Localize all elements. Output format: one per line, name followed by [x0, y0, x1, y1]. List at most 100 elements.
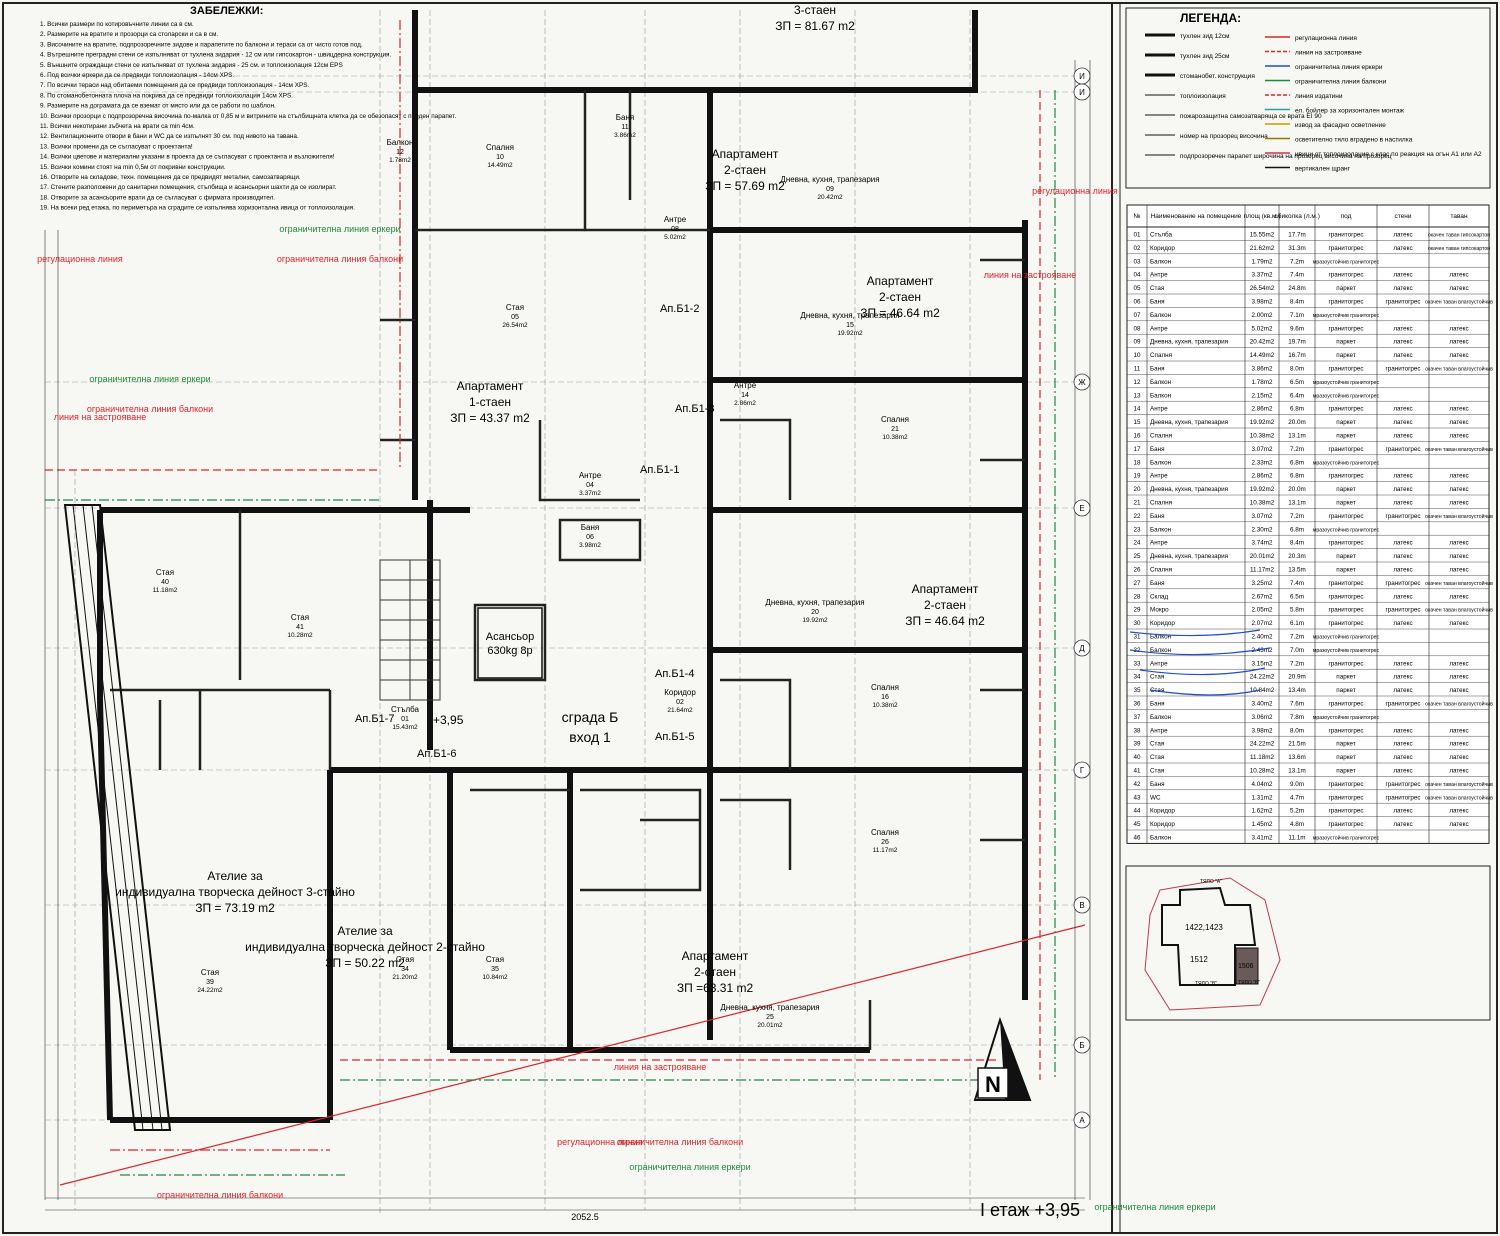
table-cell: 8.0m — [1290, 727, 1304, 734]
table-cell: 7.8m — [1290, 714, 1304, 721]
table-cell: 1.62m2 — [1251, 808, 1273, 815]
axis-bubble — [1073, 373, 1091, 391]
table-cell: 7.4m — [1290, 272, 1304, 279]
table-cell: 10.38m2 — [1250, 433, 1275, 440]
table-cell: гранитогрес — [1328, 272, 1363, 279]
table-cell: 20.9m — [1288, 674, 1306, 681]
legend-item: осветително тяло вградено в настилка — [1295, 137, 1413, 144]
table-cell: латекс — [1393, 567, 1412, 574]
room-name: Антре — [579, 471, 602, 480]
line-annotation: ограничителна линия балкони — [277, 254, 403, 264]
table-cell: Дневна, кухня, трапезария — [1150, 419, 1228, 426]
apartment-tag: Ап.Б1-1 — [640, 464, 679, 476]
apartment-area: ЗП = 73.19 m2 — [195, 901, 275, 915]
table-cell: Антре — [1150, 325, 1168, 332]
table-cell: 16.7m — [1288, 352, 1306, 359]
table-cell: Стая — [1150, 768, 1164, 775]
legend-item: тухлен зид 25см — [1180, 53, 1230, 60]
axis-label: А — [1079, 1116, 1085, 1125]
table-cell: 2.07m2 — [1251, 620, 1273, 627]
line-annotation: регулационна линия — [37, 254, 123, 264]
table-cell: 33 — [1133, 660, 1141, 667]
table-cell: 5.8m — [1290, 607, 1304, 614]
table-cell: 6.8m — [1290, 459, 1304, 466]
table-cell: окачен таван влагоустойчив — [1425, 580, 1493, 587]
apartment-name: Апартамент — [712, 147, 779, 161]
table-cell: латекс — [1449, 325, 1468, 332]
table-cell: паркет — [1336, 500, 1356, 507]
exterior-walls — [97, 10, 1028, 1123]
axis-label: В — [1079, 901, 1084, 910]
table-cell: латекс — [1393, 473, 1412, 480]
note-line: 19. На всеки ред етажа, по периметъра на… — [40, 205, 355, 212]
table-cell: 6.8m — [1290, 473, 1304, 480]
table-cell: 37 — [1133, 714, 1141, 721]
table-cell: 6.8m — [1290, 406, 1304, 413]
interior-walls — [110, 90, 1025, 1050]
apartment-name: Апартамент — [867, 274, 934, 288]
line-annotations: ограничителна линия еркериограничителна … — [37, 186, 1215, 1212]
room-area: 10.28m2 — [287, 632, 313, 639]
table-cell: 30 — [1133, 620, 1141, 627]
table-cell: паркет — [1336, 285, 1356, 292]
table-cell: 03 — [1133, 258, 1141, 265]
table-header: Наименование на помещение — [1151, 213, 1242, 220]
table-cell: 24.8m — [1288, 285, 1306, 292]
table-cell: Коридор — [1150, 245, 1175, 252]
table-cell: 13.1m — [1288, 433, 1306, 440]
table-cell: 7.6m — [1290, 701, 1304, 708]
table-cell: латекс — [1393, 419, 1412, 426]
table-cell: гранитогрес — [1385, 446, 1420, 453]
table-cell: гранитогрес — [1385, 781, 1420, 788]
table-cell: латекс — [1393, 500, 1412, 507]
table-cell: 17 — [1133, 446, 1141, 453]
axis-bubble — [1073, 499, 1091, 517]
room-name: Баня — [581, 523, 599, 532]
room-area: 10.38m2 — [872, 702, 898, 709]
apartment-name: Апартамент — [912, 582, 979, 596]
table-cell: паркет — [1336, 433, 1356, 440]
room-name: Спалня — [486, 143, 514, 152]
table-cell: латекс — [1393, 808, 1412, 815]
table-cell: мразоустойчив гранитогрес — [1313, 392, 1380, 399]
table-cell: латекс — [1449, 433, 1468, 440]
north-arrow: N — [973, 1016, 1032, 1101]
room-number: 26 — [881, 839, 889, 846]
table-header: стени — [1395, 213, 1412, 220]
table-cell: 24.22m2 — [1250, 674, 1275, 681]
legend-item: линия издатини — [1295, 93, 1343, 100]
table-cell: латекс — [1393, 741, 1412, 748]
apartment-type: 2-стаен — [694, 965, 736, 979]
table-cell: 22 — [1133, 513, 1141, 520]
note-line: 12. Вентилационните отвори в бани и WC д… — [40, 132, 299, 140]
table-cell: окачен таван влагоустойчив — [1425, 299, 1493, 306]
room-name: Коридор — [664, 688, 696, 697]
table-cell: Антре — [1150, 473, 1168, 480]
table-cell: латекс — [1449, 272, 1468, 279]
table-cell: латекс — [1393, 553, 1412, 560]
axis-bubble — [1073, 896, 1091, 914]
table-cell: мразоустойчив гранитогрес — [1313, 634, 1380, 641]
table-cell: гранитогрес — [1328, 620, 1363, 627]
table-cell: 6.5m — [1290, 379, 1304, 386]
keyplan-label: 1422,1423 — [1185, 923, 1223, 932]
legend-item: вертикален щранг — [1295, 166, 1351, 173]
table-cell: латекс — [1449, 473, 1468, 480]
table-cell: 20.0m — [1288, 486, 1306, 493]
room-area: 21.20m2 — [392, 974, 418, 981]
apartment-area: ЗП = 57.69 m2 — [705, 179, 785, 193]
legend-item: ограничителна линия еркери — [1295, 64, 1383, 71]
room-name: Спалня — [871, 828, 899, 837]
room-number: 39 — [206, 979, 214, 986]
room-number: 16 — [881, 694, 889, 701]
table-cell: гранитогрес — [1385, 580, 1420, 587]
table-cell: 27 — [1133, 580, 1141, 587]
table-cell: Балкон — [1150, 526, 1172, 533]
table-cell: Дневна, кухня, трапезария — [1150, 553, 1228, 560]
table-cell: латекс — [1449, 567, 1468, 574]
table-cell: 9.6m — [1290, 325, 1304, 332]
room-number: 12 — [396, 149, 404, 156]
table-cell: гранитогрес — [1328, 660, 1363, 667]
